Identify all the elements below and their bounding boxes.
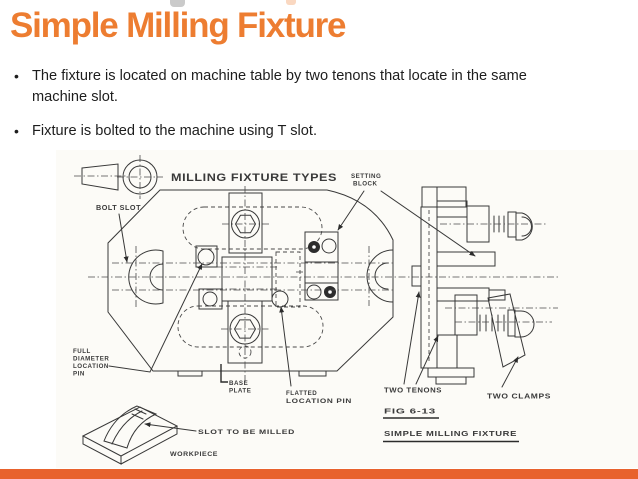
tenon-upper	[411, 265, 422, 287]
setting-block-plan	[296, 231, 339, 301]
svg-text:PLATE: PLATE	[229, 388, 251, 395]
bullet-text: Fixture is bolted to the machine using T…	[32, 123, 317, 139]
footer-accent-bar	[0, 469, 638, 479]
scan-background	[56, 150, 638, 468]
plan-view	[88, 186, 558, 383]
svg-text:LOCATION PIN: LOCATION PIN	[286, 398, 352, 405]
figure-caption: SIMPLE MILLING FIXTURE	[384, 429, 517, 438]
bullet-marker: •	[14, 68, 19, 84]
side-view	[411, 186, 558, 385]
label-setting-block: SETTING	[351, 173, 381, 180]
label-two-tenons: TWO TENONS	[384, 388, 442, 395]
label-workpiece: WORKPIECE	[170, 451, 218, 458]
svg-text:PIN: PIN	[73, 371, 85, 378]
tenon-detail-views	[74, 155, 163, 199]
label-two-clamps: TWO CLAMPS	[487, 394, 551, 401]
scan-smudge	[170, 0, 185, 7]
bullet-marker: •	[14, 123, 19, 139]
figure-heading: MILLING FIXTURE TYPES	[171, 172, 337, 184]
bullet-text: The fixture is located on machine table …	[32, 68, 527, 105]
svg-text:LOCATION: LOCATION	[73, 363, 109, 370]
page-title: Simple Milling Fixture	[10, 6, 347, 45]
svg-text:BLOCK: BLOCK	[353, 181, 378, 188]
clamp-lower	[454, 293, 535, 368]
workpiece-sketch	[81, 405, 179, 465]
label-flatted-pin: FLATTED	[286, 390, 317, 397]
bullet-list: • The fixture is located on machine tabl…	[14, 66, 574, 155]
label-full-diameter-pin: FULL	[73, 348, 91, 355]
label-base-plate: BASE	[229, 380, 248, 387]
scan-smudge-orange	[286, 0, 296, 5]
label-bolt-slot: BOLT SLOT	[96, 205, 141, 212]
label-slot-to-be-milled: SLOT TO BE MILLED	[198, 429, 295, 436]
figure-number: FIG 6-13	[384, 407, 436, 416]
bullet-item: • The fixture is located on machine tabl…	[14, 66, 574, 108]
leader-lines	[108, 190, 519, 432]
bullet-item: • Fixture is bolted to the machine using…	[14, 121, 574, 142]
full-diameter-pin	[197, 248, 215, 266]
svg-text:DIAMETER: DIAMETER	[73, 356, 109, 363]
clamp-upper	[436, 200, 533, 243]
